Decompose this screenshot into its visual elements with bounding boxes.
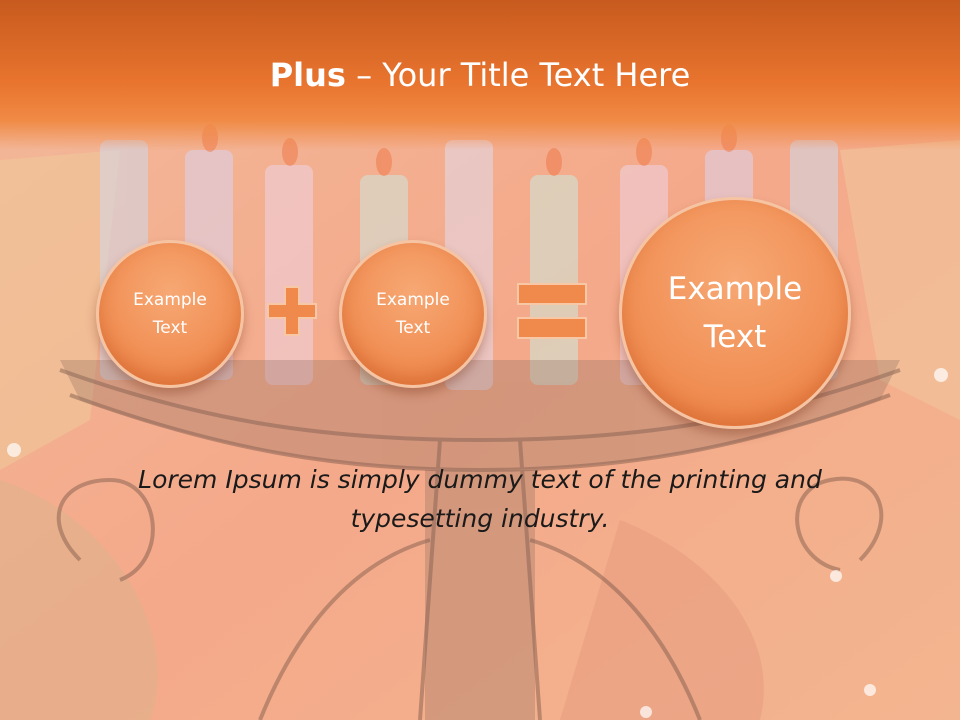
circle-middle-text: Example Text <box>376 290 450 338</box>
equals-icon <box>517 283 587 339</box>
slide-title-bold: Plus <box>269 56 346 94</box>
circle-result: Example Text <box>619 197 851 429</box>
title-bar <box>0 0 960 150</box>
slide-title-rest: – Your Title Text Here <box>345 56 691 94</box>
plus-icon <box>267 286 317 336</box>
slide-title: Plus – Your Title Text Here <box>0 52 960 98</box>
circle-result-text: Example Text <box>667 271 803 355</box>
circle-middle: Example Text <box>339 240 487 388</box>
circle-left-text: Example Text <box>133 290 207 338</box>
circle-left: Example Text <box>96 240 244 388</box>
body-text: Lorem Ipsum is simply dummy text of the … <box>138 465 822 533</box>
